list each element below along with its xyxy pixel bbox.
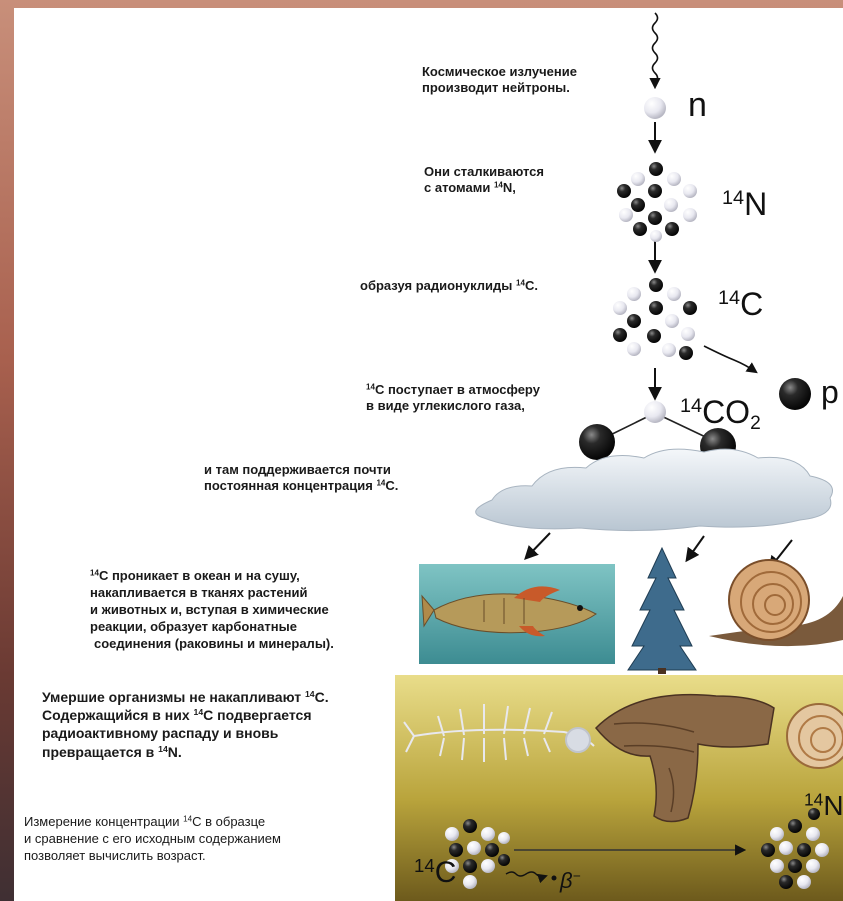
step-ecosystem-line3: и животных и, вступая в химические — [90, 602, 334, 619]
snail-illustration — [709, 560, 843, 646]
arrow-to-sea — [526, 533, 550, 558]
step-measurement-line1: Измерение концентрации 14C в образце — [24, 814, 281, 831]
step-decay-caption: Умершие организмы не накапливают 14C. Со… — [42, 688, 329, 761]
step-ecosystem-caption: 14C проникает в океан и на сушу, накапли… — [90, 568, 334, 652]
step-collision-caption: Они сталкиваются с атомами 14N, — [424, 164, 544, 197]
step-radionuclide-caption: образуя радионуклиды 14C. — [360, 278, 538, 294]
c14-symbol: 14C — [718, 286, 763, 323]
bottom-n14-symbol: 14N — [804, 790, 843, 822]
step-atmosphere-caption: 14C поступает в атмосферу в виде углекис… — [366, 382, 540, 415]
neutron-symbol: n — [688, 86, 707, 125]
n14-nucleus-cluster — [617, 162, 697, 242]
beta-symbol: β− — [560, 868, 581, 894]
step-collision-line2: с атомами 14N, — [424, 180, 544, 196]
step-ecosystem-line2: накапливается в тканях растений — [90, 585, 334, 602]
c14-nucleus-cluster — [613, 278, 697, 360]
step-ecosystem-line1: 14C проникает в океан и на сушу, — [90, 568, 334, 585]
step-collision-line1: Они сталкиваются — [424, 164, 544, 180]
atmosphere-cloud — [476, 449, 833, 530]
step-cosmic-caption: Космическое излучение производит нейтрон… — [422, 64, 577, 97]
proton-particle — [779, 378, 811, 410]
beta-particle — [552, 876, 557, 881]
n14-symbol: 14N — [722, 186, 767, 223]
diagram-panel: Космическое излучение производит нейтрон… — [14, 8, 843, 901]
step-measurement-line2: и сравнение с его исходным содержанием — [24, 831, 281, 848]
step-decay-line2: Содержащийся в них 14C подвергается — [42, 706, 329, 724]
step-atmosphere-line2: в виде углекислого газа, — [366, 398, 540, 414]
step-concentration-line2: постоянная концентрация 14C. — [204, 478, 398, 494]
arrow-to-tree — [687, 536, 704, 560]
diagram-graphics — [14, 8, 843, 901]
step-concentration-caption: и там поддерживается почти постоянная ко… — [204, 462, 398, 495]
proton-symbol: p — [821, 374, 839, 411]
step-decay-line1: Умершие организмы не накапливают 14C. — [42, 688, 329, 706]
tree-illustration — [628, 548, 696, 674]
fossil-shell-illustration — [787, 704, 843, 768]
step-ecosystem-line4: реакции, образует карбонатные — [90, 619, 334, 636]
step-cosmic-line2: производит нейтроны. — [422, 80, 577, 96]
step-ecosystem-line5: соединения (раковины и минералы). — [90, 636, 334, 653]
step-decay-line4: превращается в 14N. — [42, 743, 329, 761]
step-measurement-caption: Измерение концентрации 14C в образце и с… — [24, 814, 281, 865]
neutron-particle — [644, 97, 666, 119]
step-cosmic-line1: Космическое излучение — [422, 64, 577, 80]
cosmic-ray-wave — [653, 13, 658, 87]
bottom-c14-symbol: 14C — [414, 856, 456, 890]
step-concentration-line1: и там поддерживается почти — [204, 462, 398, 478]
co2-symbol: 14CO2 — [680, 394, 761, 431]
step-atmosphere-line1: 14C поступает в атмосферу — [366, 382, 540, 398]
arrow-to-proton — [704, 346, 756, 372]
step-measurement-line3: позволяет вычислить возраст. — [24, 848, 281, 865]
step-decay-line3: радиоактивному распаду и вновь — [42, 724, 329, 742]
